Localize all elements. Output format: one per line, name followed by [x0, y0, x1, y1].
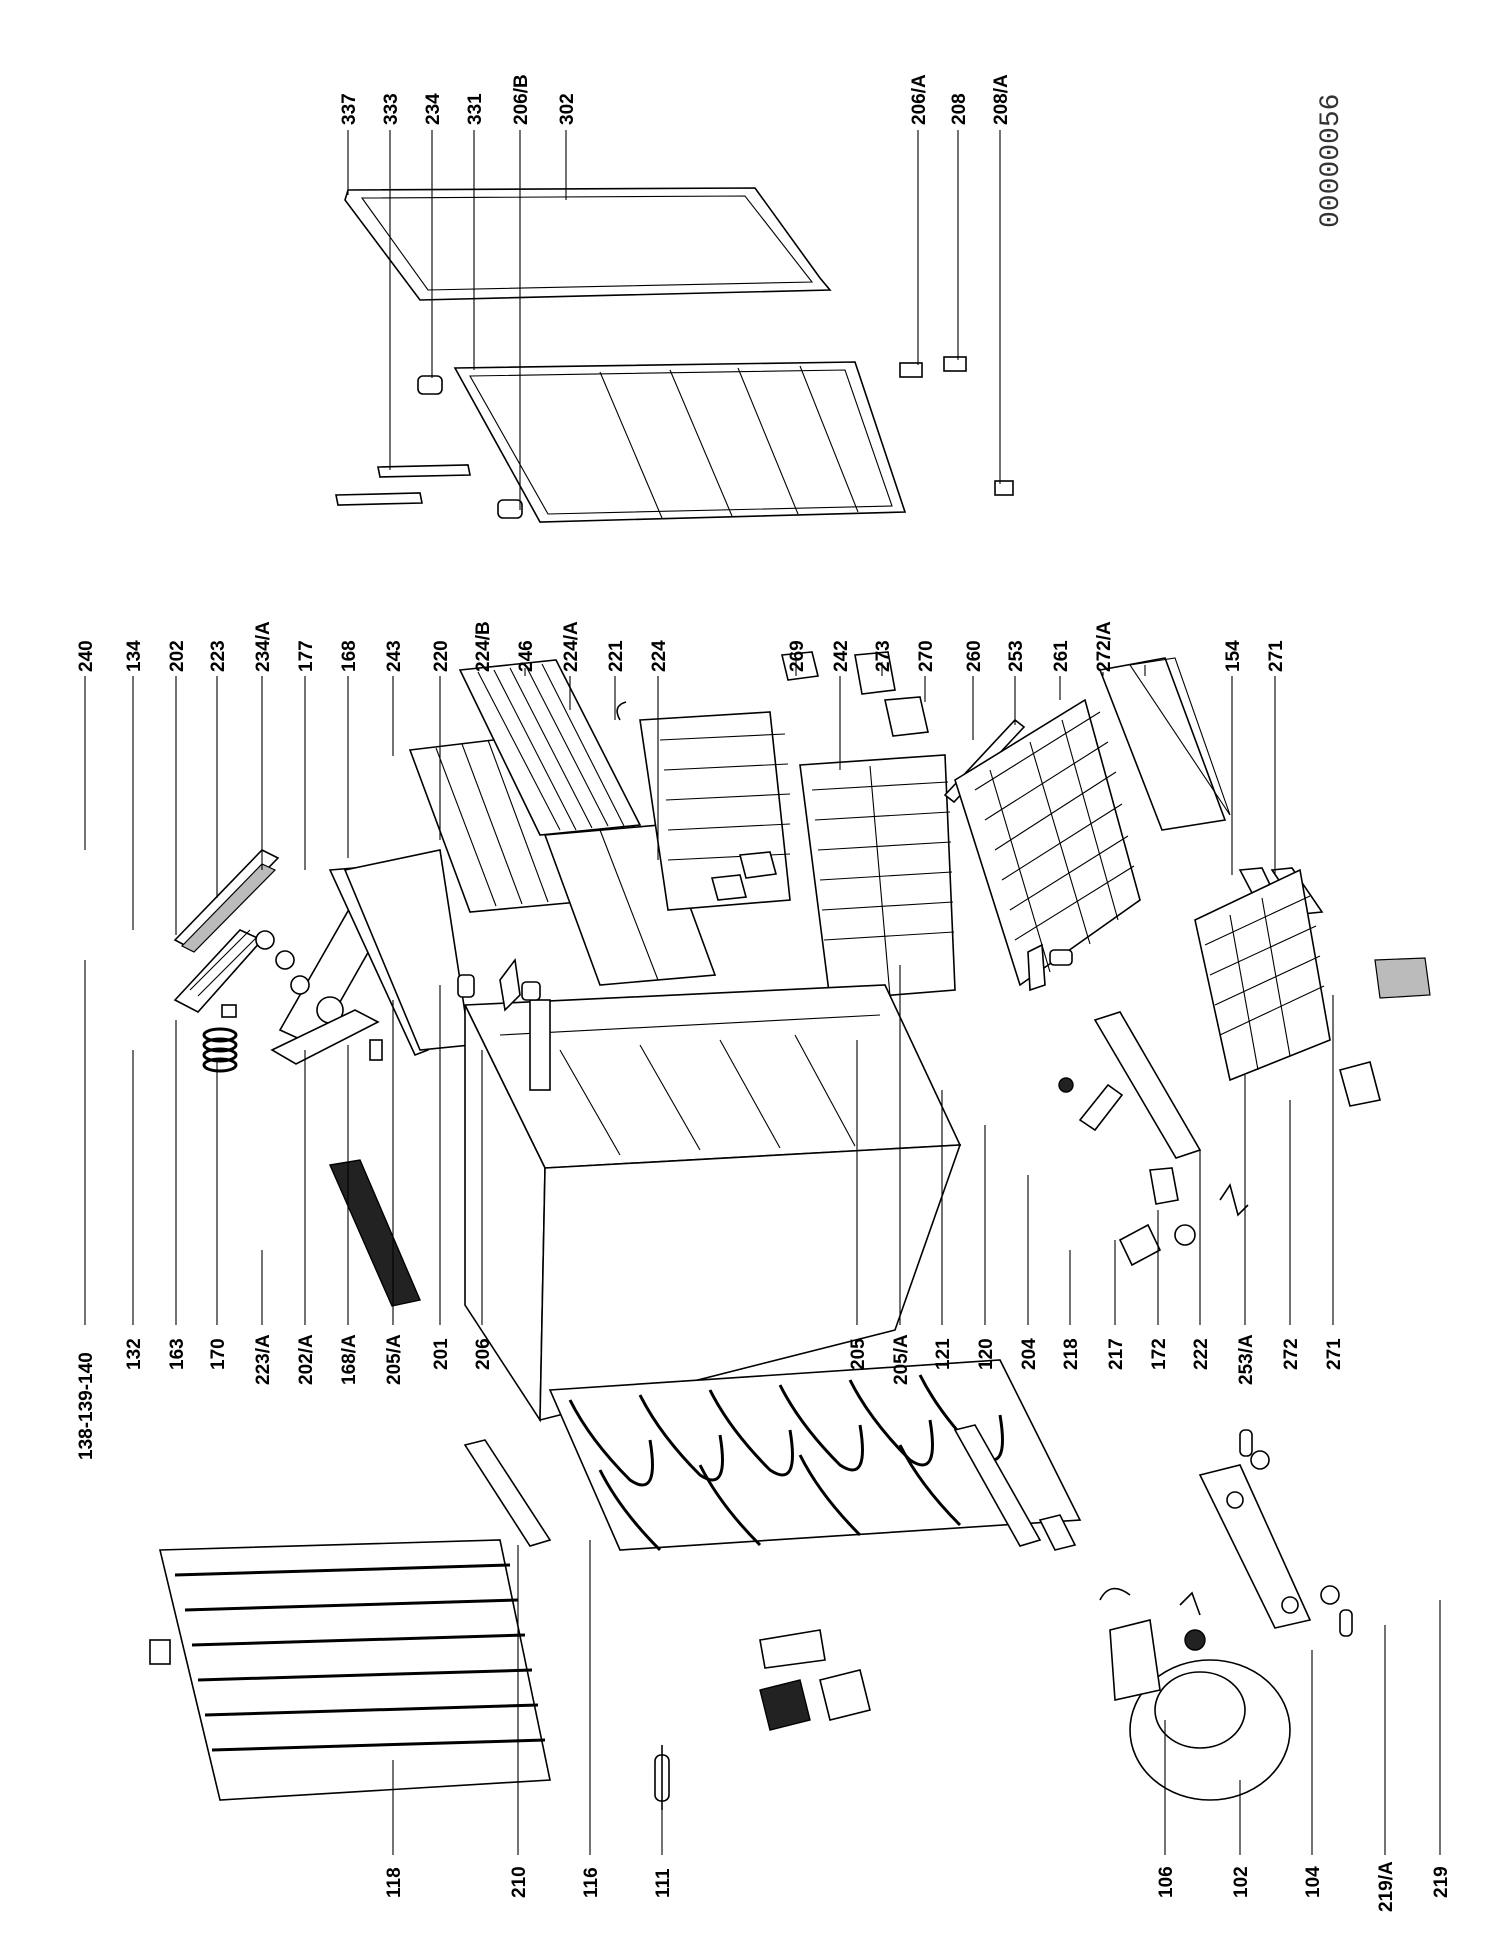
label-219: 219: [1431, 1866, 1452, 1898]
labels-bottom: 118 210 116 111 106 102 104 219/A 219: [384, 1861, 1452, 1912]
label-217: 217: [1106, 1338, 1127, 1370]
label-269: 269: [787, 640, 808, 672]
label-172: 172: [1149, 1338, 1170, 1370]
label-120: 120: [976, 1338, 997, 1370]
label-170: 170: [208, 1338, 229, 1370]
label-206b: 206/B: [511, 74, 532, 125]
label-271-top: 271: [1266, 640, 1287, 672]
label-205a-left: 205/A: [384, 1334, 405, 1385]
document-number: 00000056: [1316, 94, 1347, 228]
label-118: 118: [384, 1867, 405, 1898]
label-134: 134: [124, 640, 145, 672]
labels-upper-right: 337 333 234 331 206/B 302 206/A 208 208/…: [339, 74, 1012, 125]
label-260: 260: [964, 640, 985, 672]
label-220: 220: [431, 640, 452, 672]
label-333: 333: [381, 93, 402, 125]
label-168: 168: [339, 640, 360, 672]
label-168a: 168/A: [339, 1334, 360, 1385]
leader-lines: [84, 130, 1441, 1855]
label-272a: 272/A: [1094, 621, 1115, 672]
label-272: 272: [1281, 1338, 1302, 1370]
label-210: 210: [509, 1866, 530, 1898]
label-208a: 208/A: [991, 74, 1012, 125]
label-337: 337: [339, 93, 360, 125]
label-205a-right: 205/A: [891, 1334, 912, 1385]
label-223a: 223/A: [253, 1334, 274, 1385]
label-246: 246: [516, 640, 537, 672]
label-222: 222: [1191, 1338, 1212, 1370]
label-273: 273: [873, 640, 894, 672]
label-202: 202: [167, 640, 188, 672]
lower-middle-parts: [202, 943, 1249, 1307]
label-253: 253: [1006, 640, 1027, 672]
label-132: 132: [124, 1338, 145, 1370]
label-302: 302: [557, 93, 578, 125]
label-219a: 219/A: [1376, 1861, 1397, 1912]
label-116: 116: [581, 1867, 602, 1898]
door-assembly: [335, 187, 1014, 523]
labels-middle-lower: 138-139-140 132 163 170 223/A 202/A 168/…: [76, 1334, 1345, 1460]
label-102: 102: [1231, 1866, 1252, 1898]
label-154: 154: [1223, 640, 1244, 672]
label-234: 234: [423, 93, 444, 125]
label-206a: 206/A: [909, 74, 930, 125]
label-242: 242: [831, 640, 852, 672]
label-106: 106: [1156, 1866, 1177, 1898]
label-224: 224: [649, 640, 670, 672]
label-331: 331: [465, 93, 486, 125]
label-163: 163: [167, 1338, 188, 1370]
label-221: 221: [606, 640, 627, 672]
label-240: 240: [76, 640, 97, 672]
label-205: 205: [848, 1338, 869, 1370]
label-208: 208: [949, 93, 970, 125]
label-121: 121: [933, 1338, 954, 1370]
label-271-bottom: 271: [1324, 1338, 1345, 1370]
control-panel-parts: [173, 651, 1431, 1107]
label-204: 204: [1019, 1338, 1040, 1370]
label-177: 177: [296, 640, 317, 672]
cabinet-body: [463, 984, 962, 1423]
label-243: 243: [384, 640, 405, 672]
label-104: 104: [1303, 1866, 1324, 1898]
label-224a: 224/A: [561, 621, 582, 672]
label-234a: 234/A: [253, 621, 274, 672]
label-138-139-140: 138-139-140: [76, 1352, 97, 1460]
label-261: 261: [1051, 640, 1072, 672]
label-202a: 202/A: [296, 1334, 317, 1385]
label-206: 206: [473, 1338, 494, 1370]
label-111: 111: [653, 1868, 674, 1898]
label-253a: 253/A: [1236, 1334, 1257, 1385]
label-223: 223: [208, 640, 229, 672]
label-224b: 224/B: [473, 621, 494, 672]
label-218: 218: [1061, 1338, 1082, 1370]
label-270: 270: [916, 640, 937, 672]
labels-middle-upper: 240 134 202 223 234/A 177 168 243 220 22…: [76, 621, 1287, 672]
refrigeration-system: [149, 1359, 1353, 1810]
label-201: 201: [431, 1338, 452, 1370]
